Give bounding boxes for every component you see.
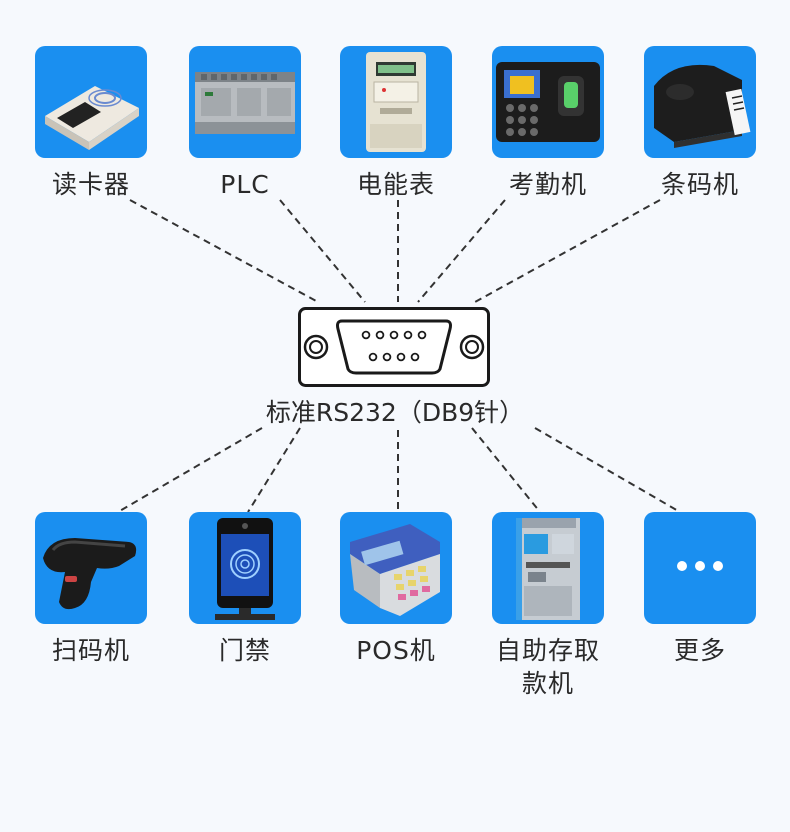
pos-tile[interactable] <box>340 512 452 624</box>
link-plc <box>279 199 366 303</box>
connector-label: 标准RS232（DB9针） <box>265 398 525 427</box>
atm-icon <box>516 518 580 620</box>
device-label: 更多 <box>673 636 726 665</box>
link-attendance <box>417 199 506 303</box>
device-label: 扫码机 <box>51 636 130 665</box>
access-control-icon <box>215 518 275 620</box>
scanner-tile[interactable] <box>35 512 147 624</box>
barcode-printer-tile[interactable] <box>644 46 756 158</box>
link-atm <box>471 427 541 513</box>
more-icon <box>677 561 723 571</box>
device-label: PLC <box>220 170 270 199</box>
pos-terminal-icon <box>350 524 440 616</box>
link-card-reader <box>129 199 319 303</box>
barcode-scanner-icon <box>43 538 137 610</box>
device-label: 条码机 <box>660 170 739 199</box>
attendance-machine-icon <box>496 62 600 142</box>
electric-meter-icon <box>366 52 426 152</box>
device-label: 读卡器 <box>51 170 130 199</box>
card-reader-tile[interactable] <box>35 46 147 158</box>
db9-serial-connector-icon <box>298 307 490 387</box>
plc-icon <box>195 72 295 134</box>
device-label: POS机 <box>356 636 436 665</box>
plc-tile[interactable] <box>189 46 301 158</box>
access-tile[interactable] <box>189 512 301 624</box>
more-tile[interactable] <box>644 512 756 624</box>
link-access <box>247 427 301 513</box>
link-barcode-printer <box>474 199 661 303</box>
link-scanner <box>117 427 263 513</box>
db9-connector <box>298 307 490 387</box>
link-more <box>534 427 681 513</box>
card-reader-icon <box>45 86 139 150</box>
device-label: 考勤机 <box>508 170 587 199</box>
device-label: 自助存取款机 <box>495 636 600 698</box>
meter-tile[interactable] <box>340 46 452 158</box>
atm-tile[interactable] <box>492 512 604 624</box>
barcode-printer-icon <box>654 64 751 148</box>
device-label: 门禁 <box>218 636 271 665</box>
attendance-tile[interactable] <box>492 46 604 158</box>
device-label: 电能表 <box>356 170 435 199</box>
